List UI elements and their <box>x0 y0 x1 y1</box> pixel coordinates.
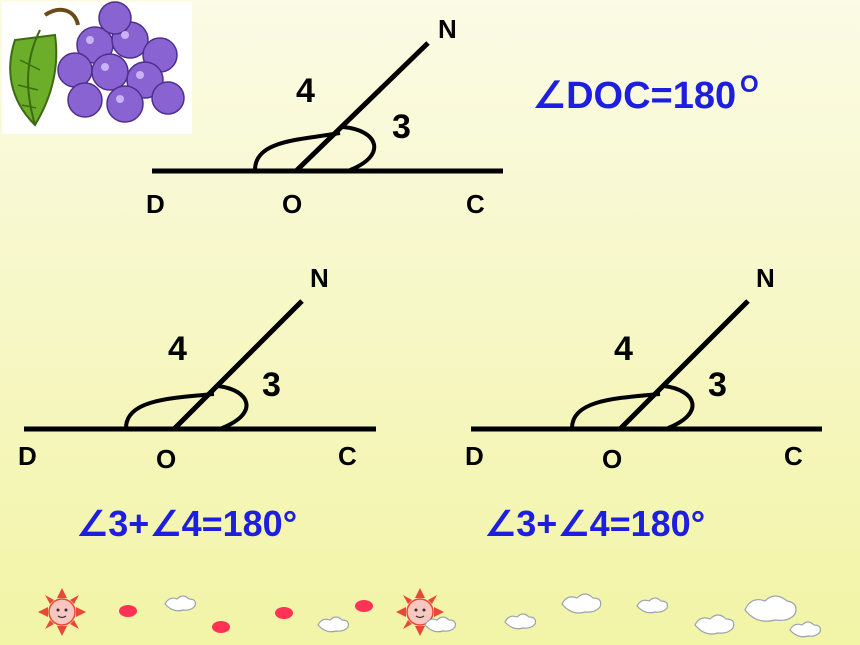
degree-mark: O <box>740 71 759 98</box>
label-angle4: 4 <box>168 330 187 368</box>
label-o: O <box>156 444 176 474</box>
label-c: C <box>784 441 803 471</box>
angle3-arc <box>342 125 377 172</box>
label-angle4: 4 <box>296 72 315 110</box>
equation-doc: ∠DOC=180 <box>532 75 736 117</box>
straight-angle-equation: ∠DOC=180 O <box>532 71 759 117</box>
ray-on <box>294 41 430 173</box>
equation-sum-left: ∠3+∠4=180° <box>76 503 297 544</box>
angle3-arc <box>663 384 695 430</box>
label-n: N <box>438 14 457 44</box>
label-angle3: 3 <box>392 108 411 146</box>
label-c: C <box>338 441 357 471</box>
label-angle3: 3 <box>262 366 281 404</box>
angle4-arc <box>253 131 341 171</box>
angle4-arc <box>124 392 215 429</box>
label-angle4: 4 <box>614 330 633 368</box>
red-dot-icons <box>119 600 373 633</box>
ray-on <box>172 299 304 431</box>
figure-bottom-right: D O C N 3 4 <box>465 263 822 474</box>
label-d: D <box>465 441 484 471</box>
label-angle3: 3 <box>708 366 727 404</box>
label-d: D <box>146 189 165 219</box>
label-o: O <box>602 444 622 474</box>
decorative-border <box>38 588 821 638</box>
figure-top: D O C N 3 4 <box>146 14 503 219</box>
ray-on <box>618 299 750 431</box>
sun-icon <box>38 588 86 636</box>
equation-sum-right: ∠3+∠4=180° <box>484 503 705 544</box>
grape-clipart <box>2 1 192 134</box>
label-n: N <box>310 263 329 293</box>
label-d: D <box>18 441 37 471</box>
angle3-arc <box>217 384 249 430</box>
cloud-icons <box>164 593 821 638</box>
label-o: O <box>282 189 302 219</box>
label-c: C <box>466 189 485 219</box>
figure-bottom-left: D O C N 3 4 <box>18 263 376 474</box>
label-n: N <box>756 263 775 293</box>
angle4-arc <box>570 392 661 429</box>
